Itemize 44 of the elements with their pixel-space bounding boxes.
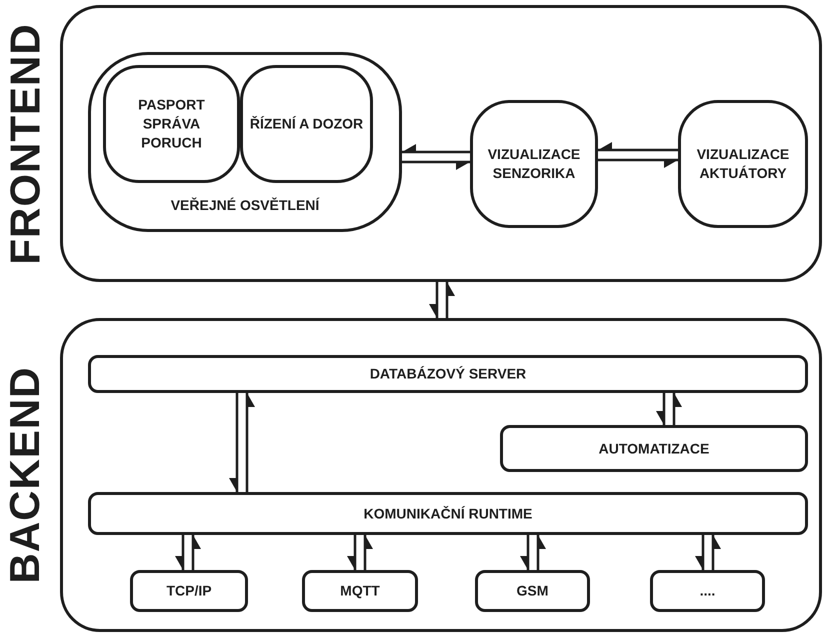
arrow — [536, 535, 546, 570]
arrow — [446, 282, 455, 318]
module-box — [103, 65, 240, 183]
arrow — [402, 160, 470, 170]
section-label: BACKEND — [0, 366, 49, 586]
arrow — [402, 144, 470, 154]
box-label: VIZUALIZACE SENZORIKA — [486, 145, 582, 183]
arrow — [672, 393, 682, 425]
arrow — [520, 535, 530, 570]
layer-bar — [88, 492, 808, 535]
protocol-box — [650, 570, 765, 612]
arrow — [347, 535, 356, 570]
box-label: ŘÍZENÍ A DOZOR — [248, 114, 364, 134]
box-label: DATABÁZOVÝ SERVER — [368, 364, 528, 384]
arrow — [656, 393, 666, 425]
arrow — [192, 535, 201, 570]
box-label: VIZUALIZACE AKTUÁTORY — [696, 145, 790, 183]
module-box — [240, 65, 373, 183]
protocol-box — [475, 570, 590, 612]
group-box — [88, 52, 402, 232]
group-label: VEŘEJNÉ OSVĚTLENÍ — [170, 196, 320, 215]
module-box — [678, 100, 808, 228]
arrow — [598, 158, 678, 168]
module-box — [500, 425, 808, 472]
arrow — [364, 535, 373, 570]
arrow — [712, 535, 721, 570]
box-label: KOMUNIKAČNÍ RUNTIME — [362, 504, 534, 523]
box-label: .... — [698, 582, 716, 600]
arrow — [246, 393, 255, 492]
layer-bar — [88, 355, 808, 393]
module-box — [470, 100, 598, 228]
protocol-box — [130, 570, 248, 612]
arrow — [695, 535, 704, 570]
box-label: GSM — [516, 582, 550, 600]
arrow — [175, 535, 184, 570]
section-label: FRONTEND — [0, 22, 49, 266]
arrow — [229, 393, 238, 492]
protocol-box — [302, 570, 418, 612]
box-label: PASPORT SPRÁVA PORUCH — [137, 96, 206, 152]
arrow — [598, 142, 678, 152]
box-label: TCP/IP — [165, 582, 213, 600]
box-label: AUTOMATIZACE — [598, 439, 710, 458]
box-label: MQTT — [339, 582, 381, 600]
arrow — [429, 282, 438, 318]
